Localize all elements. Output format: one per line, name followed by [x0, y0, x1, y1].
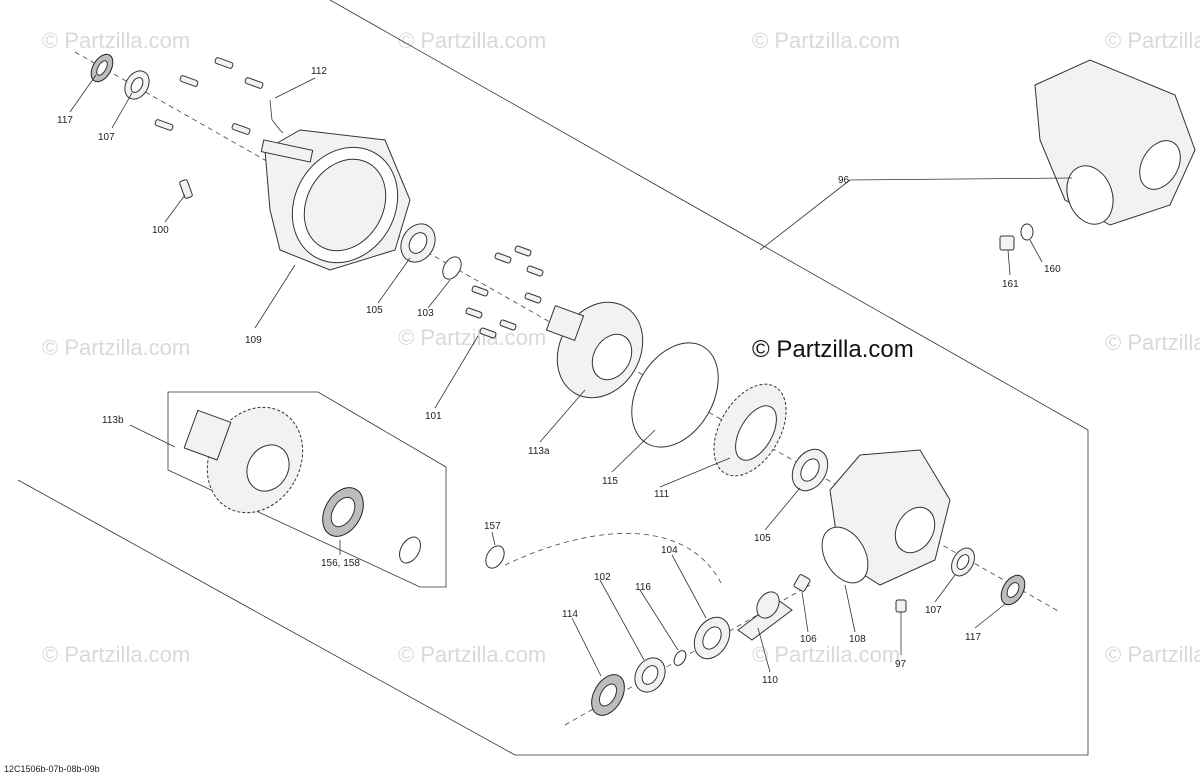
callout-labels: 117 107 112 100 109 105 103 101 113a 115…	[57, 66, 1061, 686]
watermark: © Partzilla.com	[752, 28, 900, 53]
callout-97: 97	[895, 659, 907, 670]
callout-105: 105	[366, 305, 383, 316]
watermark: © Partzilla.com	[42, 335, 190, 360]
callout-110: 110	[762, 675, 778, 686]
leader-lines	[69, 74, 1073, 677]
part-96-assembly	[1034, 59, 1196, 226]
callout-107: 107	[925, 605, 942, 616]
part-116-ring	[673, 650, 687, 666]
part-103-ring	[442, 256, 462, 280]
callout-113b: 113b	[102, 415, 124, 426]
watermark: © Partzilla.com	[1105, 28, 1200, 53]
curve-157-to-104	[504, 533, 723, 586]
callout-101: 101	[425, 411, 442, 422]
watermark: © Partzilla.com	[42, 28, 190, 53]
callout-106: 106	[800, 634, 817, 645]
callout-96: 96	[838, 175, 850, 186]
part-115-oring	[631, 342, 719, 448]
inset-frame-113b	[167, 391, 447, 588]
part-104-bearing	[693, 616, 731, 660]
callout-112: 112	[311, 66, 327, 77]
watermark: © Partzilla.com	[42, 642, 190, 667]
part-117-seal-lower	[1000, 574, 1026, 606]
callout-102: 102	[594, 572, 611, 583]
watermark: © Partzilla.com	[752, 642, 900, 667]
part-157-ring	[485, 545, 505, 569]
callout-105: 105	[754, 533, 771, 544]
callout-157: 157	[484, 521, 501, 532]
bolt-group-101	[465, 245, 544, 339]
part-161-bolt	[999, 235, 1015, 251]
callout-111: 111	[654, 489, 670, 500]
part-106-bearing	[793, 574, 811, 592]
bolt-group-housing	[154, 57, 264, 199]
callout-161: 161	[1002, 279, 1019, 290]
part-108-housing	[821, 449, 951, 586]
callout-116: 116	[635, 582, 651, 593]
watermark: © Partzilla.com	[398, 642, 546, 667]
callout-100: 100	[152, 225, 169, 236]
part-102-nut	[634, 657, 666, 693]
part-160-washer	[1020, 223, 1034, 241]
callout-115: 115	[602, 476, 618, 487]
callout-103: 103	[417, 308, 434, 319]
callout-117: 117	[57, 115, 73, 126]
callout-156-158: 156, 158	[321, 558, 360, 569]
callout-108: 108	[849, 634, 866, 645]
part-97-plug	[895, 599, 907, 613]
callout-117: 117	[965, 632, 981, 643]
callout-107: 107	[98, 132, 115, 143]
part-117-seal	[90, 53, 114, 83]
part-113b-differential	[183, 406, 304, 514]
callout-109: 109	[245, 335, 262, 346]
watermark: © Partzilla.com	[398, 28, 546, 53]
part-111-ring-gear	[713, 383, 787, 477]
diagram-reference-code: 12C1506b-07b-08b-09b	[4, 764, 100, 774]
callout-113a: 113a	[528, 446, 550, 457]
part-107-bearing-lower	[951, 547, 975, 577]
watermark: © Partzilla.com	[1105, 642, 1200, 667]
part-112-vent	[269, 99, 284, 134]
assembly-frame	[17, 0, 1089, 756]
part-113a-differential	[545, 301, 644, 399]
callout-160: 160	[1044, 264, 1061, 275]
watermark-group: © Partzilla.com © Partzilla.com © Partzi…	[42, 28, 1200, 667]
part-inset-ring	[399, 536, 421, 564]
part-105-bearing-lower	[791, 448, 829, 492]
callout-104: 104	[661, 545, 678, 556]
part-114-seal	[591, 674, 625, 716]
part-156-158-shim	[322, 487, 364, 537]
part-107-bearing	[124, 70, 150, 100]
callout-114: 114	[562, 609, 578, 620]
main-watermark: © Partzilla.com	[752, 336, 914, 363]
watermark: © Partzilla.com	[1105, 330, 1200, 355]
part-110-pinion	[737, 591, 793, 641]
part-105-bearing-upper	[400, 223, 436, 263]
part-109-housing	[260, 129, 411, 271]
